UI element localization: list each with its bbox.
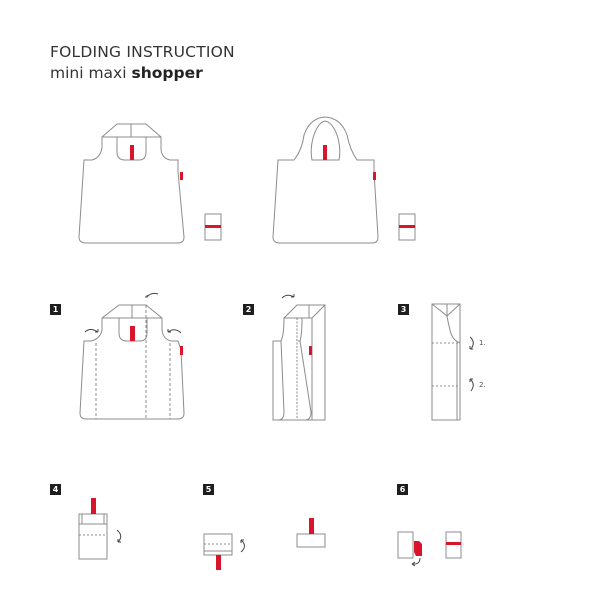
step-4-drawing: [78, 513, 122, 560]
step-2-badge: 2: [243, 304, 254, 315]
step-1-badge: 1: [50, 304, 61, 315]
page-subtitle: mini maxi shopper: [50, 63, 203, 83]
step-5-badge: 5: [203, 484, 214, 495]
subtitle-light: mini maxi: [50, 64, 132, 82]
step-6-badge: 6: [397, 484, 408, 495]
step-4-badge: 4: [50, 484, 61, 495]
step-1-drawing: [79, 292, 185, 420]
step-3-sub-label-2: 2.: [479, 381, 486, 389]
overview-bag-flat-handles: [78, 123, 222, 244]
step-6-drawing: [397, 531, 462, 567]
subtitle-bold: shopper: [131, 64, 203, 82]
step-3-sub-label-1: 1.: [479, 339, 486, 347]
overview-bag-rounded-handles: [272, 116, 416, 244]
red-tabs: [91, 145, 461, 570]
step-2-drawing: [272, 294, 326, 421]
step-5-drawing: [203, 533, 326, 556]
page-title: FOLDING INSTRUCTION: [50, 43, 235, 61]
step-3-badge: 3: [398, 304, 409, 315]
step-3-drawing: [431, 303, 474, 421]
